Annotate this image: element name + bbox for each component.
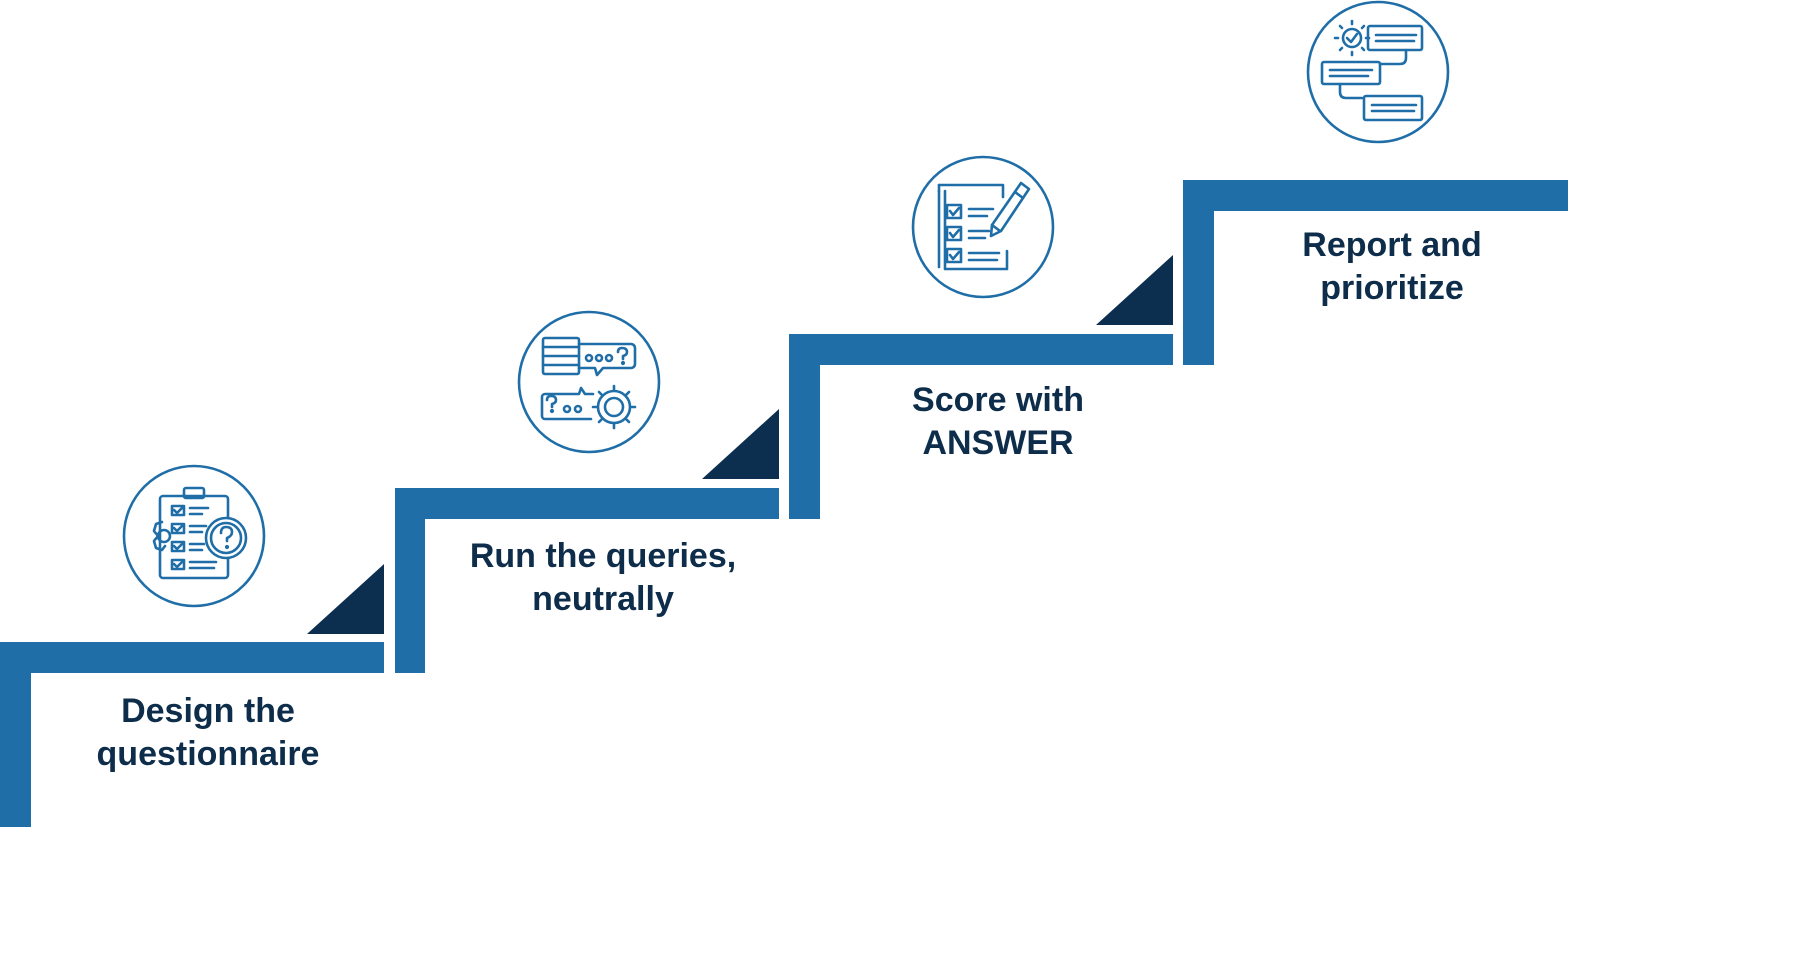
clipboard-question-gear-icon (122, 464, 266, 608)
step-1-riser (0, 642, 31, 827)
step-1-wedge (307, 564, 384, 634)
step-2-wedge (702, 409, 779, 479)
step-4-label: Report and prioritize (1302, 226, 1482, 307)
step-1-tread (0, 642, 384, 673)
step-3-tread (789, 334, 1173, 365)
step-3-label: Score with ANSWER (912, 381, 1084, 462)
chat-bubbles-gear-icon (517, 310, 661, 454)
step-4-tread (1183, 180, 1568, 211)
step-4-riser (1183, 180, 1214, 365)
step-1-label: Design the questionnaire (96, 692, 320, 773)
checklist-pencil-icon (911, 155, 1055, 299)
step-3-wedge (1096, 255, 1173, 325)
step-1-stair (0, 564, 384, 827)
step-2-label: Run the queries, neutrally (469, 537, 737, 618)
step-3-stair (789, 255, 1173, 519)
flowchart-gear-icon (1306, 0, 1450, 144)
staircase-graphic (0, 180, 1568, 827)
step-2-tread (395, 488, 779, 519)
staircase-diagram: Design the questionnaire Run the queries… (0, 0, 1568, 827)
step-2-stair (395, 409, 779, 673)
step-2-riser (395, 488, 425, 673)
step-3-riser (789, 334, 820, 519)
step-4-stair (1183, 180, 1568, 365)
